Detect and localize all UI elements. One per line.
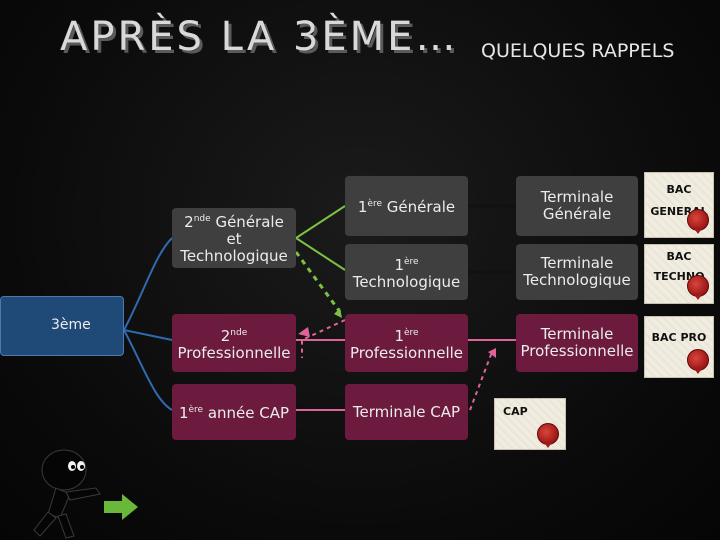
diploma-bac-techno: BAC TECHNO xyxy=(644,244,714,304)
arrow-head-cap xyxy=(488,348,496,358)
node-3eme: 3ème xyxy=(0,296,124,356)
node-terminale-generale-label: Terminale Générale xyxy=(540,188,614,223)
node-2nde-generale: 2nde Générale et Technologique xyxy=(172,208,296,268)
slide-title: APRÈS LA 3ÈME… xyxy=(60,14,459,60)
node-terminale-techno-label: Terminale Technologique xyxy=(523,254,631,289)
arrow-head-pink xyxy=(298,327,310,337)
link-passerelle-green xyxy=(294,251,342,313)
node-1ere-pro: 1ère Professionnelle xyxy=(345,314,468,372)
node-1ere-generale-label: 1ère Générale xyxy=(357,198,456,216)
arrow-head-green xyxy=(334,308,342,318)
diploma-bac-pro: BAC PRO xyxy=(644,316,714,378)
node-1ere-techno: 1ère Technologique xyxy=(345,244,468,300)
node-2nde-pro: 2nde Professionnelle xyxy=(172,314,296,372)
diploma-bac-pro-label: BAC PRO xyxy=(651,331,707,344)
link-3eme-cap xyxy=(123,329,173,411)
link-2gt-1gen xyxy=(295,205,346,239)
node-1ere-pro-label: 1ère Professionnelle xyxy=(349,326,464,362)
link-passerelle-pink xyxy=(301,319,346,358)
diploma-cap: CAP xyxy=(494,398,566,450)
node-terminale-cap-label: Terminale CAP xyxy=(352,402,461,421)
seal-icon xyxy=(537,423,559,448)
diploma-bac-general: BAC GENERAL xyxy=(644,172,714,238)
diploma-cap-label: CAP xyxy=(503,405,528,418)
seal-icon xyxy=(687,275,709,300)
link-3eme-pro xyxy=(123,329,173,341)
arrow-right-icon xyxy=(104,494,138,520)
node-1ere-cap: 1ère année CAP xyxy=(172,384,296,440)
seal-icon xyxy=(687,349,709,374)
node-terminale-pro: Terminale Professionnelle xyxy=(516,314,638,372)
link-pro-cap-dashed xyxy=(469,351,493,411)
node-terminale-cap: Terminale CAP xyxy=(345,384,468,440)
node-terminale-generale: Terminale Générale xyxy=(516,176,638,236)
node-1ere-techno-label: 1ère Technologique xyxy=(352,255,461,291)
node-2nde-pro-label: 2nde Professionnelle xyxy=(177,326,291,362)
seal-icon xyxy=(687,209,709,234)
link-2gt-1techno xyxy=(295,237,346,271)
node-terminale-techno: Terminale Technologique xyxy=(516,244,638,300)
node-1ere-cap-label: 1ère année CAP xyxy=(178,404,290,422)
slide-subtitle: QUELQUES RAPPELS xyxy=(481,40,675,62)
link-3eme-generale xyxy=(123,237,173,331)
node-1ere-generale: 1ère Générale xyxy=(345,176,468,236)
pointing-figure-icon xyxy=(33,449,101,539)
node-2nde-generale-label: 2nde Générale et Technologique xyxy=(180,213,288,265)
node-terminale-pro-label: Terminale Professionnelle xyxy=(520,325,634,360)
node-3eme-label: 3ème xyxy=(51,317,91,333)
